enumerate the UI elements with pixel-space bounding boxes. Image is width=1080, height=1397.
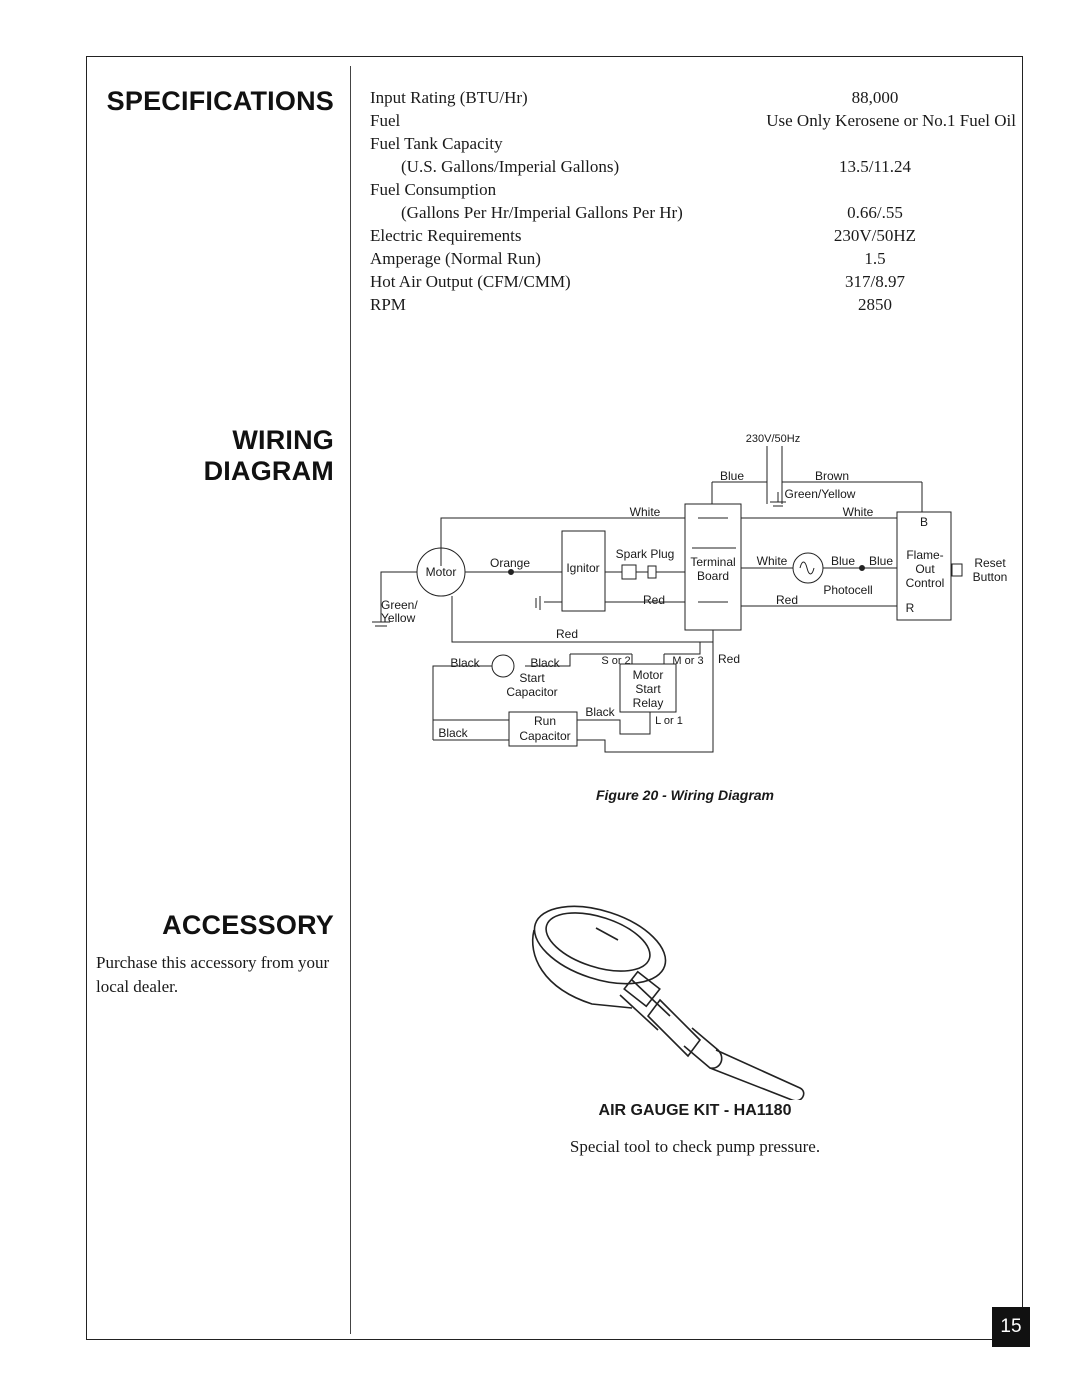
column-divider xyxy=(350,66,351,1334)
wd-reset: Reset xyxy=(974,556,1006,570)
page-border xyxy=(86,56,1023,1340)
spec-value: 2850 xyxy=(858,295,892,314)
wd-m-or-3: M or 3 xyxy=(672,655,703,667)
wd-blue-mid1: Blue xyxy=(831,554,855,568)
wd-terminal: Terminal xyxy=(690,555,735,569)
specifications-heading: SPECIFICATIONS xyxy=(106,86,334,116)
spec-row: Fuel Use Only Kerosene or No.1 Fuel Oil xyxy=(370,109,1020,132)
figure-caption: Figure 20 - Wiring Diagram xyxy=(595,787,774,803)
wd-relay: Relay xyxy=(633,696,664,710)
spec-row: Electric Requirements 230V/50HZ xyxy=(370,224,1020,247)
spec-label: (U.S. Gallons/Imperial Gallons) xyxy=(401,157,620,176)
spec-label: Amperage (Normal Run) xyxy=(370,249,541,268)
wd-red-right: Red xyxy=(776,593,798,607)
wd-red-mid: Red xyxy=(556,627,578,641)
spec-value: Use Only Kerosene or No.1 Fuel Oil xyxy=(766,111,1016,130)
spec-value: 88,000 xyxy=(851,88,899,107)
spec-row: (U.S. Gallons/Imperial Gallons) 13.5/11.… xyxy=(370,155,1020,178)
spec-row: Hot Air Output (CFM/CMM) 317/8.97 xyxy=(370,270,1020,293)
wd-capacitor-run: Capacitor xyxy=(519,729,570,743)
wd-control: Control xyxy=(906,576,945,590)
spec-row: Amperage (Normal Run) 1.5 xyxy=(370,247,1020,270)
spec-label: (Gallons Per Hr/Imperial Gallons Per Hr) xyxy=(401,203,683,222)
kit-title: AIR GAUGE KIT - HA1180 xyxy=(598,1102,792,1119)
wd-yellow: Yellow xyxy=(381,611,416,625)
wd-red-relay: Red xyxy=(718,652,740,666)
wd-green-yellow-top: Green/Yellow xyxy=(785,487,856,501)
spec-label: RPM xyxy=(370,295,406,314)
accessory-heading: ACCESSORY xyxy=(162,910,334,940)
wd-black3: Black xyxy=(585,705,615,719)
wd-run: Run xyxy=(534,714,556,728)
air-gauge-illustration xyxy=(532,905,805,1100)
wd-blue-top: Blue xyxy=(720,469,744,483)
wd-blue-mid2: Blue xyxy=(869,554,893,568)
wd-photocell: Photocell xyxy=(823,583,872,597)
wd-spark-plug: Spark Plug xyxy=(616,547,675,561)
wd-white-left: White xyxy=(630,505,661,519)
wd-s-or-2: S or 2 xyxy=(601,655,630,667)
wd-start: Start xyxy=(519,671,545,685)
spec-row: RPM 2850 xyxy=(370,293,1020,316)
wd-orange: Orange xyxy=(490,556,530,570)
spec-row: Fuel Tank Capacity xyxy=(370,132,1020,155)
spec-value: 1.5 xyxy=(864,249,886,268)
spec-row: Fuel Consumption xyxy=(370,178,1020,201)
spec-label: Fuel Consumption xyxy=(370,180,497,199)
spec-label: Electric Requirements xyxy=(370,226,522,245)
wd-flame: Flame- xyxy=(906,548,943,562)
spec-label: Input Rating (BTU/Hr) xyxy=(370,88,528,107)
spec-label: Fuel xyxy=(370,111,401,130)
wd-start-relay: Start xyxy=(635,682,661,696)
wd-white-mid: White xyxy=(757,554,788,568)
kit-description: Special tool to check pump pressure. xyxy=(569,1137,821,1156)
wd-ignitor: Ignitor xyxy=(566,561,599,575)
wd-b: B xyxy=(920,515,928,529)
spec-label: Fuel Tank Capacity xyxy=(370,134,503,153)
wd-l-or-1: L or 1 xyxy=(655,715,683,727)
spec-value: 13.5/11.24 xyxy=(838,157,912,176)
wd-button: Button xyxy=(973,570,1008,584)
wd-brown: Brown xyxy=(815,469,849,483)
wd-black4: Black xyxy=(438,726,468,740)
spec-value: 230V/50HZ xyxy=(833,226,917,245)
spec-value: 0.66/.55 xyxy=(847,203,903,222)
wd-board: Board xyxy=(697,569,729,583)
wd-r: R xyxy=(906,601,915,615)
wd-capacitor-start: Capacitor xyxy=(506,685,557,699)
spec-value: 317/8.97 xyxy=(845,272,905,291)
wd-out: Out xyxy=(915,562,935,576)
wd-red-left: Red xyxy=(643,593,665,607)
wiring-heading-line2: DIAGRAM xyxy=(203,456,334,486)
spec-row: (Gallons Per Hr/Imperial Gallons Per Hr)… xyxy=(370,201,1020,224)
wd-white-right: White xyxy=(843,505,874,519)
page-number: 15 xyxy=(992,1307,1030,1347)
wd-green-slash: Green/ xyxy=(381,598,418,612)
wiring-diagram: 230V/50Hz Blue Brown Green/Yellow White … xyxy=(372,433,1008,753)
wiring-heading-line1: WIRING xyxy=(232,425,334,455)
spec-label: Hot Air Output (CFM/CMM) xyxy=(370,272,571,291)
accessory-text: Purchase this accessory from your local … xyxy=(96,953,330,996)
wd-black2: Black xyxy=(530,656,560,670)
wd-motor-relay: Motor xyxy=(633,668,664,682)
wd-black1: Black xyxy=(450,656,480,670)
wd-power-label: 230V/50Hz xyxy=(746,433,800,445)
spec-row: Input Rating (BTU/Hr) 88,000 xyxy=(370,86,1020,109)
wd-motor: Motor xyxy=(426,565,457,579)
